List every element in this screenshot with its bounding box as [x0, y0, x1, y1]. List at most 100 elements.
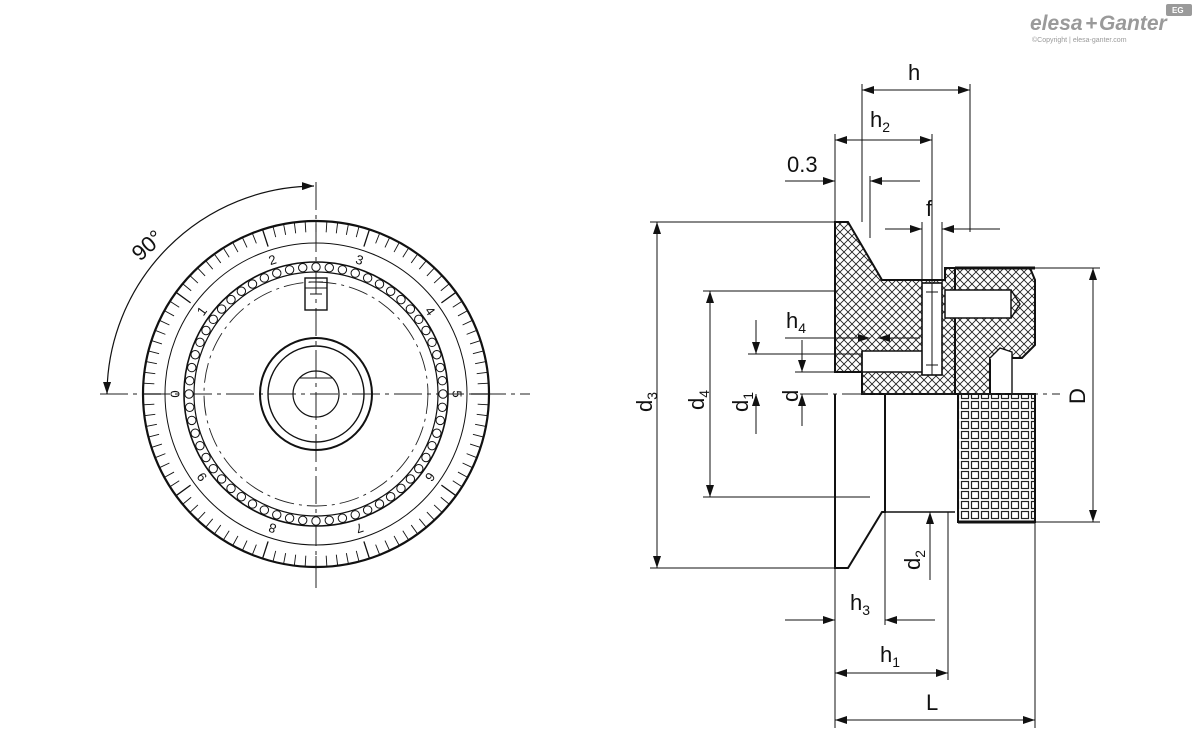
scale-tick [304, 221, 307, 233]
scale-tick [148, 350, 160, 355]
knurl-tooth [184, 376, 195, 386]
knurl-tooth [195, 337, 205, 348]
scale-tick [205, 260, 214, 270]
scale-tick [159, 319, 170, 326]
brand-badge-text: EG [1172, 6, 1184, 15]
knurl-tooth [226, 483, 236, 494]
knurl-tooth [311, 516, 321, 526]
scale-tick [159, 462, 170, 469]
scale-tick [293, 222, 297, 234]
scale-tick [363, 229, 371, 247]
knurl-tooth [432, 428, 442, 438]
brand-copyright: ©Copyright | elesa-ganter.com [1032, 36, 1127, 44]
knurl-tooth [350, 268, 360, 278]
scale-tick [154, 329, 166, 335]
knurl-tooth [438, 389, 448, 399]
knurl-tooth [337, 513, 348, 523]
bore-circle [292, 370, 340, 418]
dim-L-label: L [926, 690, 938, 715]
scale-tick [232, 242, 239, 253]
knurl-tooth [195, 440, 205, 451]
scale-tick [213, 524, 222, 535]
knurl-tooth [284, 265, 295, 275]
knurl-tooth [184, 402, 195, 412]
knurl-tooth [350, 510, 360, 520]
scale-tick [477, 403, 489, 406]
knurl-tooth [236, 492, 247, 502]
dim-d-label: d [778, 390, 803, 402]
knurl-tooth [259, 273, 270, 283]
scale-tick [335, 222, 339, 234]
scale-tick [441, 291, 457, 304]
scale-tick [151, 340, 163, 345]
scale-tick [384, 237, 391, 248]
scale-tick [293, 554, 297, 566]
scale-tick [189, 504, 199, 513]
scale-tick [144, 371, 156, 375]
dim-d3-label: d3 [632, 392, 660, 412]
knurl-tooth [236, 286, 247, 296]
knurl-tooth [421, 452, 431, 463]
knurl-tooth [216, 474, 227, 484]
scale-tick [363, 541, 371, 559]
knurl-tooth [190, 428, 200, 438]
knurl-tooth [427, 337, 437, 348]
scale-tick [433, 275, 443, 284]
scale-tick [476, 413, 488, 417]
knurl-tooth [421, 325, 431, 336]
knurl-tooth [405, 304, 416, 314]
section-view: h h2 0.3 f h4 d3 d4 d1 [632, 60, 1100, 728]
scale-tick [197, 511, 206, 521]
knurl-tooth [437, 376, 448, 386]
scale-tick [143, 382, 155, 385]
knurl-tooth [435, 362, 445, 373]
scale-tick [283, 553, 287, 565]
scale-tick [476, 371, 488, 375]
knurl-inner-circle [193, 271, 439, 517]
scale-tick [469, 340, 481, 345]
dim-offset-label: 0.3 [787, 152, 818, 177]
flange-lower-outline [834, 394, 886, 569]
scale-tick [241, 540, 248, 551]
scale-tick [213, 253, 222, 264]
knurl-tooth [324, 515, 334, 526]
scale-tick [433, 504, 443, 513]
scale-tick [345, 223, 349, 235]
scale-tick [151, 443, 163, 448]
snap-lip [989, 347, 1013, 394]
dial-number: 9 [194, 470, 210, 485]
scale-tick [154, 453, 166, 459]
scale-tick [384, 540, 391, 551]
angle-label: 90° [127, 225, 168, 266]
groove-end [1010, 289, 1021, 319]
scale-tick [182, 496, 192, 505]
scale-tick [375, 232, 381, 244]
scale-tick [472, 350, 484, 355]
knurl-tooth [201, 452, 211, 463]
knurl-tooth [405, 474, 416, 484]
scale-tick [469, 443, 481, 448]
knurled-ring-exterior [957, 393, 1036, 523]
scale-tick [410, 253, 419, 264]
scale-tick [304, 555, 307, 567]
dial-number: 0 [167, 390, 182, 397]
scale-tick [441, 484, 457, 497]
scale-tick [466, 453, 478, 459]
knurled-ring-inner-groove [944, 289, 1012, 319]
dial-number: 7 [354, 520, 366, 537]
scale-tick [148, 433, 160, 438]
knurl-tooth [184, 389, 194, 399]
scale-tick [175, 484, 191, 497]
scale-tick [457, 471, 468, 478]
brand-logo: elesa + Ganter EG ©Copyright | elesa-gan… [1030, 4, 1192, 44]
scale-tick [251, 544, 257, 556]
knurled-ring-section [954, 267, 1036, 395]
dial-number: 8 [267, 520, 279, 537]
scale-tick [189, 275, 199, 284]
scale-tick [418, 260, 427, 270]
knurl-tooth [272, 268, 282, 278]
knurl-tooth [187, 415, 197, 426]
grub-screw-section-detail [926, 283, 938, 375]
